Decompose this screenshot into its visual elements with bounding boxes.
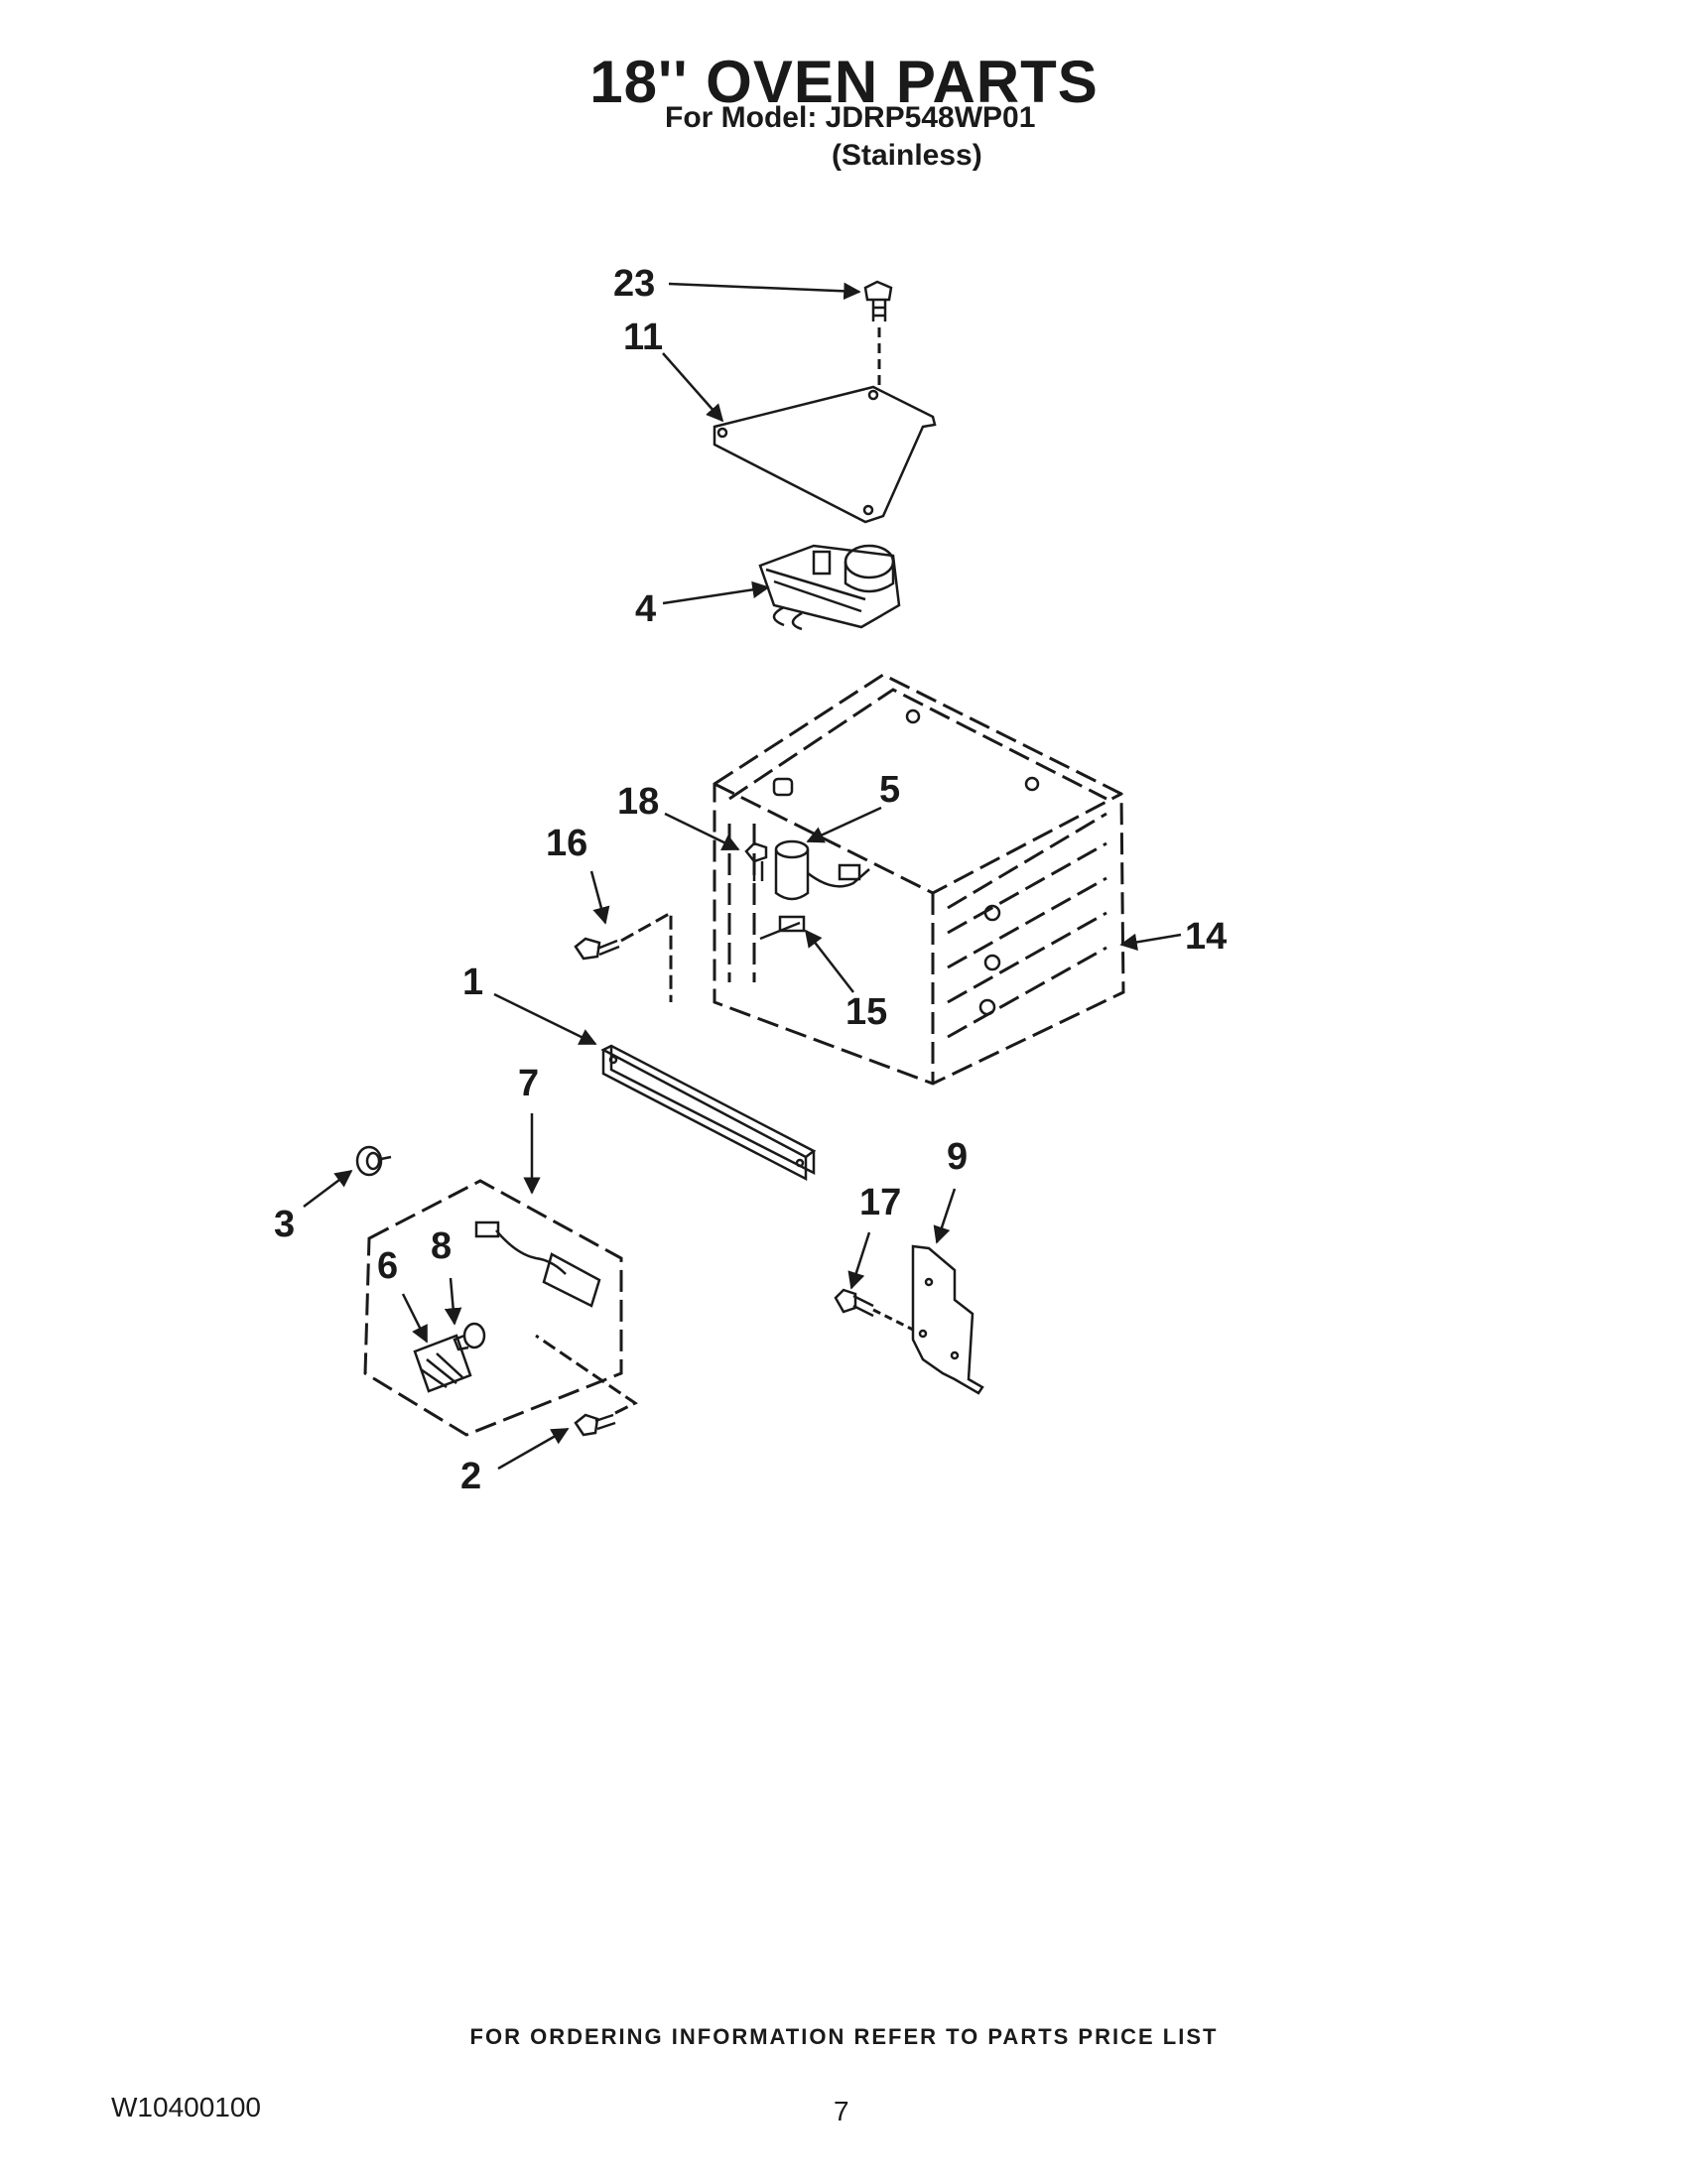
part-14-oven-cavity	[713, 673, 1125, 1086]
callout-18: 18	[617, 781, 659, 823]
part-3-knob	[355, 1145, 392, 1177]
ordering-note: FOR ORDERING INFORMATION REFER TO PARTS …	[469, 2024, 1219, 2049]
callout-17: 17	[859, 1182, 901, 1223]
part-6-lens	[413, 1334, 472, 1393]
part-2-screw	[535, 1334, 638, 1437]
callout-4: 4	[635, 588, 656, 630]
part-5-component	[774, 839, 870, 901]
part-4-motor-assembly	[758, 544, 901, 631]
part-8-bulb-harness	[453, 1220, 601, 1351]
part-7-light-assembly	[363, 1179, 623, 1437]
callout-3: 3	[274, 1204, 295, 1245]
callout-1: 1	[462, 962, 483, 1003]
part-18-screw	[744, 841, 768, 881]
part-15-sensor	[759, 915, 806, 941]
callout-14: 14	[1185, 916, 1227, 958]
page-number: 7	[834, 2096, 849, 2126]
callout-2: 2	[460, 1456, 481, 1497]
document-number: W10400100	[111, 2092, 262, 2122]
part-16-screw	[574, 910, 673, 1002]
callout-11: 11	[623, 317, 663, 358]
page-title: 18'' OVEN PARTS	[589, 49, 1099, 115]
part-23-screw	[863, 280, 893, 389]
callout-7: 7	[518, 1063, 539, 1104]
callout-15: 15	[845, 991, 887, 1033]
callout-8: 8	[431, 1225, 452, 1267]
part-1-panel	[600, 1044, 817, 1182]
leader-lines	[303, 282, 1182, 1471]
part-17-screw	[834, 1288, 914, 1332]
callout-5: 5	[879, 769, 900, 811]
part-9-bracket	[911, 1244, 984, 1395]
model-line: For Model: JDRP548WP01	[665, 101, 1036, 134]
part-11-cover-plate	[713, 385, 937, 524]
callout-23: 23	[613, 263, 655, 305]
callout-16: 16	[546, 823, 587, 864]
finish-label: (Stainless)	[832, 139, 982, 172]
callout-9: 9	[947, 1136, 968, 1178]
callout-6: 6	[377, 1245, 398, 1287]
